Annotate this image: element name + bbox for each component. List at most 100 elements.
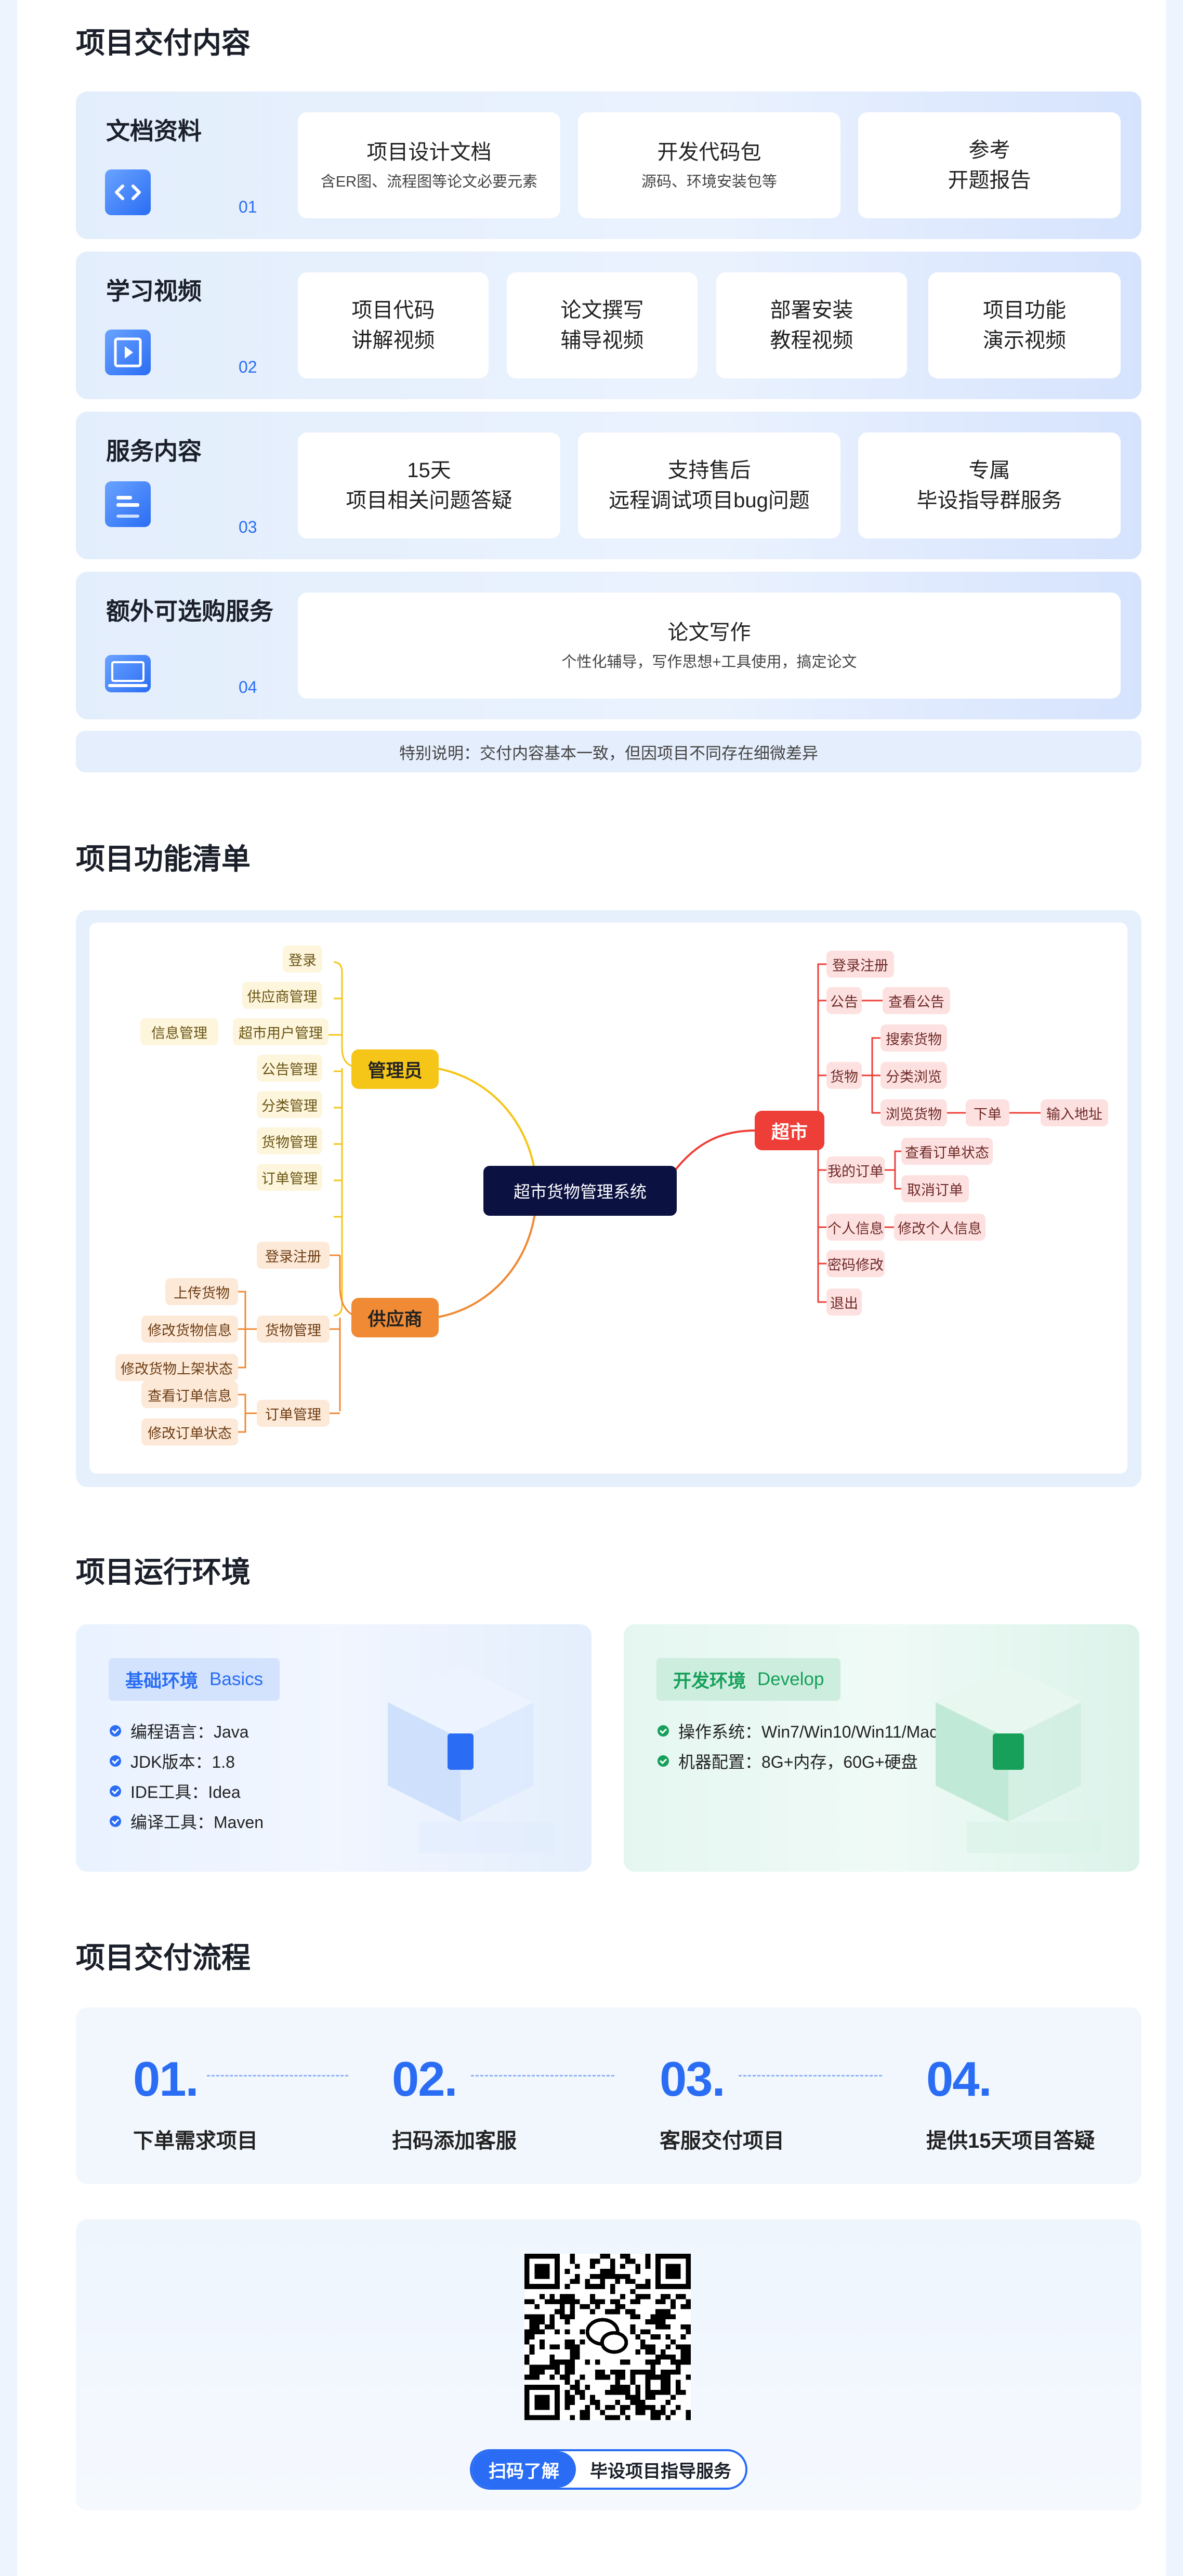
video-icon xyxy=(105,330,151,375)
supplier-goods-upload: 上传货物 xyxy=(165,1278,238,1305)
check-icon xyxy=(110,1725,121,1737)
card-main: 参考 开题报告 xyxy=(948,139,1031,192)
features-section-title: 项目功能清单 xyxy=(76,843,251,875)
env-item: IDE工具：Idea xyxy=(110,1779,241,1803)
card-main: 专属 毕设指导群服务 xyxy=(916,459,1062,512)
admin-item-supplier-mgmt: 供应商管理 xyxy=(242,982,322,1009)
check-icon xyxy=(110,1816,121,1827)
card-sub: 源码、环境安装包等 xyxy=(641,174,777,190)
step-label: 客服交付项目 xyxy=(660,2130,784,2152)
service-label: 毕设项目指导服务 xyxy=(590,2461,731,2481)
env-dev-card: 开发环境 Develop 操作系统：Win7/Win10/Win11/Mac 机… xyxy=(624,1624,1139,1872)
row-number: 04 xyxy=(239,678,257,696)
env-section-title: 项目运行环境 xyxy=(76,1556,251,1588)
row-number: 03 xyxy=(239,518,257,536)
market-enter-address: 输入地址 xyxy=(1041,1099,1108,1126)
wechat-icon xyxy=(585,2318,628,2354)
step-label: 下单需求项目 xyxy=(133,2130,258,2152)
market-item-my-orders: 我的订单 xyxy=(826,1156,885,1184)
env-tag-cn: 基础环境 xyxy=(125,1671,199,1691)
admin-item-market-user-mgmt: 超市用户管理 xyxy=(233,1018,328,1045)
row-number: 01 xyxy=(239,198,257,216)
qr-code[interactable] xyxy=(524,2254,691,2420)
admin-item-goods-mgmt: 货物管理 xyxy=(257,1127,322,1154)
admin-item-category-mgmt: 分类管理 xyxy=(257,1091,322,1118)
delivery-row-extra: 额外可选购服务 04 论文写作 个性化辅导，写作思想+工具使用，搞定论文 xyxy=(76,572,1141,719)
cube-illustration-icon xyxy=(936,1666,1102,1853)
contact-pill[interactable]: 扫码了解 毕设项目指导服务 xyxy=(470,2449,747,2490)
feature-mindmap: 超市货物管理系统 管理员 登录 供应商管理 超市用户管理 信息管理 公告管理 分… xyxy=(76,910,1141,1487)
card-main: 开发代码包 xyxy=(657,141,761,164)
supplier-item-goods-mgmt: 货物管理 xyxy=(257,1316,330,1343)
card-after-sales: 支持售后 远程调试项目bug问题 xyxy=(578,432,840,538)
check-icon xyxy=(658,1755,669,1767)
delivery-row-videos: 学习视频 02 项目代码 讲解视频 论文撰写 辅导视频 部署安装 教程视频 项目… xyxy=(76,252,1141,399)
card-qa-service: 15天 项目相关问题答疑 xyxy=(298,432,560,538)
card-sub: 含ER图、流程图等论文必要元素 xyxy=(320,174,538,190)
market-item-goods: 货物 xyxy=(826,1062,862,1089)
check-icon xyxy=(110,1755,121,1767)
cube-illustration-icon xyxy=(388,1666,554,1853)
env-item: 编程语言：Java xyxy=(110,1719,249,1743)
supplier-node: 供应商 xyxy=(351,1298,439,1337)
supplier-item-register: 登录注册 xyxy=(257,1242,330,1269)
step-number: 04. xyxy=(926,2052,992,2106)
market-place-order: 下单 xyxy=(966,1099,1009,1126)
process-section-title: 项目交付流程 xyxy=(76,1941,251,1974)
qr-card: 扫码了解 毕设项目指导服务 xyxy=(76,2219,1141,2511)
supplier-item-order-mgmt: 订单管理 xyxy=(257,1400,330,1427)
process-steps: 01. 下单需求项目 02. 扫码添加客服 03. 客服交付项目 04. 提供1… xyxy=(76,2007,1141,2184)
card-sub: 个性化辅导，写作思想+工具使用，搞定论文 xyxy=(561,654,857,671)
env-item: 操作系统：Win7/Win10/Win11/Mac xyxy=(658,1719,938,1743)
card-thesis-writing: 论文写作 个性化辅导，写作思想+工具使用，搞定论文 xyxy=(298,593,1121,699)
row-title: 额外可选购服务 xyxy=(106,598,273,625)
row-title: 学习视频 xyxy=(106,278,202,305)
card-deploy-video: 部署安装 教程视频 xyxy=(716,272,907,378)
card-main: 项目设计文档 xyxy=(366,141,492,164)
card-thesis-video: 论文撰写 辅导视频 xyxy=(507,272,698,378)
supplier-goods-edit: 修改货物信息 xyxy=(141,1316,238,1343)
scan-label: 扫码了解 xyxy=(472,2451,576,2488)
delivery-note: 特别说明：交付内容基本一致，但因项目不同存在细微差异 xyxy=(76,731,1141,772)
env-tag-en: Develop xyxy=(757,1669,824,1689)
step-number: 02. xyxy=(392,2052,458,2106)
check-icon xyxy=(658,1725,669,1737)
step-number: 01. xyxy=(133,2052,199,2106)
market-notice-view: 查看公告 xyxy=(883,987,950,1014)
page: 项目交付内容 文档资料 01 项目设计文档 含ER图、流程图等论文必要元素 开发… xyxy=(17,0,1166,2576)
card-code-video: 项目代码 讲解视频 xyxy=(298,272,489,378)
delivery-row-docs: 文档资料 01 项目设计文档 含ER图、流程图等论文必要元素 开发代码包 源码、… xyxy=(76,91,1141,239)
supplier-order-view: 查看订单信息 xyxy=(141,1381,238,1408)
row-title: 文档资料 xyxy=(106,117,202,144)
env-dev-tag: 开发环境 Develop xyxy=(656,1658,841,1701)
env-item: 机器配置：8G+内存，60G+硬盘 xyxy=(658,1749,918,1773)
env-tag-en: Basics xyxy=(209,1669,264,1689)
card-code-package: 开发代码包 源码、环境安装包等 xyxy=(578,112,840,218)
market-profile-edit: 修改个人信息 xyxy=(894,1214,985,1241)
step-connector xyxy=(471,2075,614,2076)
delivery-row-services: 服务内容 03 15天 项目相关问题答疑 支持售后 远程调试项目bug问题 专属… xyxy=(76,412,1141,559)
market-item-password: 密码修改 xyxy=(826,1250,885,1277)
service-doc-icon xyxy=(105,481,151,527)
laptop-icon xyxy=(105,655,151,692)
card-group-service: 专属 毕设指导群服务 xyxy=(858,432,1121,538)
card-main: 支持售后 远程调试项目bug问题 xyxy=(609,459,810,512)
admin-item-notice-mgmt: 公告管理 xyxy=(257,1055,322,1082)
market-item-register: 登录注册 xyxy=(826,951,894,978)
card-demo-video: 项目功能 演示视频 xyxy=(928,272,1121,378)
step-label: 扫码添加客服 xyxy=(392,2130,517,2152)
card-main: 论文撰写 辅导视频 xyxy=(560,299,644,352)
market-order-status: 查看订单状态 xyxy=(901,1138,993,1165)
market-item-logout: 退出 xyxy=(826,1289,862,1316)
mindmap-canvas: 超市货物管理系统 管理员 登录 供应商管理 超市用户管理 信息管理 公告管理 分… xyxy=(89,923,1127,1474)
admin-item-order-mgmt: 订单管理 xyxy=(257,1164,322,1191)
supplier-goods-status: 修改货物上架状态 xyxy=(115,1354,238,1381)
market-goods-search: 搜索货物 xyxy=(880,1024,947,1052)
mindmap-center-node: 超市货物管理系统 xyxy=(483,1166,677,1216)
admin-item-login: 登录 xyxy=(283,945,322,972)
admin-item-info-mgmt: 信息管理 xyxy=(140,1018,218,1045)
card-main: 论文写作 xyxy=(667,621,751,644)
card-main: 项目功能 演示视频 xyxy=(983,299,1066,352)
step-label: 提供15天项目答疑 xyxy=(926,2130,1095,2152)
market-item-profile: 个人信息 xyxy=(826,1214,885,1241)
